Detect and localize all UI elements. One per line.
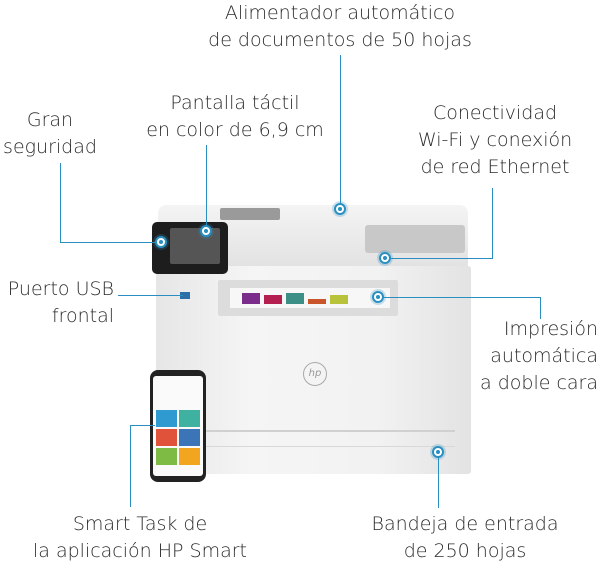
callout-text: de documentos de 50 hojas [208,29,472,51]
callout-text: Gran [26,109,74,131]
callout-text: Conectividad [432,102,558,124]
paper-drawer[interactable] [205,430,455,447]
callout-app: Smart Task de la aplicación HP Smart [10,511,270,565]
app-tile[interactable] [179,410,200,427]
app-tile[interactable] [179,429,200,446]
callout-security: Gran seguridad [0,107,100,161]
callout-text: de 250 hojas [403,540,527,562]
callout-duplex: Impresión automática a doble cara [440,316,598,397]
adf-tray [365,225,465,253]
app-tile[interactable] [156,448,177,465]
callout-text: Pantalla táctil [170,92,300,114]
app-tile[interactable] [156,429,177,446]
printer: hp [150,200,475,475]
callout-text: automática [490,345,598,367]
touch-screen[interactable] [170,228,220,264]
callout-usb: Puerto USB frontal [0,276,114,330]
callout-text: frontal [51,305,114,327]
phone-screen [153,376,203,476]
app-tile[interactable] [156,410,177,427]
color-swatch [286,293,304,304]
callout-adf: Alimentador automático de documentos de 5… [190,0,490,54]
callout-text: Smart Task de [72,513,208,535]
callout-text: en color de 6,9 cm [146,119,324,141]
color-swatch [264,295,282,304]
callout-text: Impresión [503,318,598,340]
color-swatch [242,293,260,304]
callout-text: Bandeja de entrada [371,513,559,535]
callout-text: Alimentador automático [224,2,456,24]
app-tile[interactable] [179,448,200,465]
callout-text: de red Ethernet [420,156,570,178]
callout-text: Puerto USB [7,278,114,300]
color-swatch [308,299,326,304]
callout-text: seguridad [3,136,97,158]
color-swatch [330,295,348,304]
adf-slot [220,208,280,220]
callout-tray: Bandeja de entrada de 250 hojas [350,511,580,565]
hp-logo: hp [303,362,327,386]
usb-port[interactable] [180,292,190,299]
smartphone [150,370,206,482]
callout-text: la aplicación HP Smart [32,540,247,562]
callout-text: a doble cara [480,372,598,394]
callout-screen: Pantalla táctil en color de 6,9 cm [125,90,345,144]
callout-text: Wi-Fi y conexión [417,129,573,151]
